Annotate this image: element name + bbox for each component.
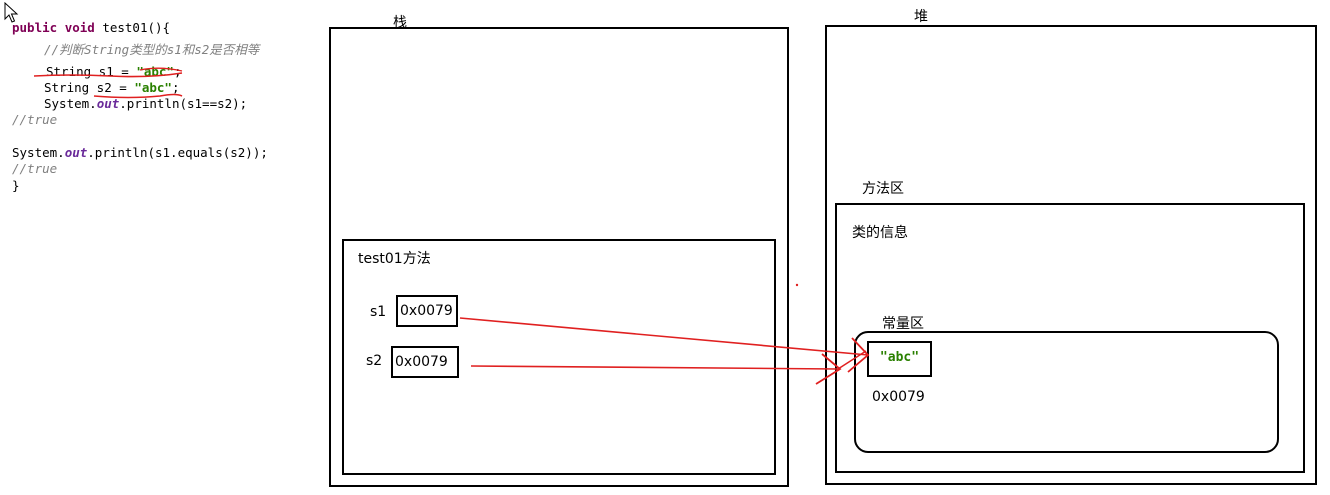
code-line-9: //true	[12, 161, 58, 176]
constant-pool-label: 常量区	[882, 316, 924, 332]
constant-pool	[854, 331, 1279, 453]
code-line-5: System.out.println(s1==s2);	[44, 96, 248, 111]
s1-label: s1	[370, 304, 387, 320]
method-frame-label: test01方法	[358, 251, 431, 267]
s1-value-box: 0x0079	[396, 295, 458, 327]
class-info-label: 类的信息	[852, 225, 908, 241]
string-literal-box: "abc"	[867, 341, 932, 377]
method-area	[835, 203, 1305, 473]
s2-label: s2	[366, 353, 383, 369]
stack-area	[329, 27, 789, 487]
code-line-1: public void test01(){	[12, 20, 171, 35]
heap-area	[825, 25, 1317, 485]
arrow-s2-to-abc	[470, 350, 867, 385]
code-line-4: String s2 = "abc";	[44, 80, 180, 95]
cursor-icon	[4, 2, 19, 23]
stray-dot	[795, 283, 799, 287]
arrow-s1-to-abc	[459, 317, 870, 373]
method-area-label: 方法区	[862, 181, 904, 197]
literal-address: 0x0079	[872, 389, 925, 405]
code-underline-annotations	[33, 67, 183, 99]
code-line-6: //true	[12, 112, 58, 127]
code-line-10: }	[12, 178, 20, 193]
s2-value-box: 0x0079	[391, 346, 459, 378]
code-line-2: //判断String类型的s1和s2是否相等	[44, 42, 260, 57]
method-frame	[342, 239, 776, 475]
code-line-8: System.out.println(s1.equals(s2));	[12, 145, 268, 160]
heap-label: 堆	[914, 9, 928, 25]
